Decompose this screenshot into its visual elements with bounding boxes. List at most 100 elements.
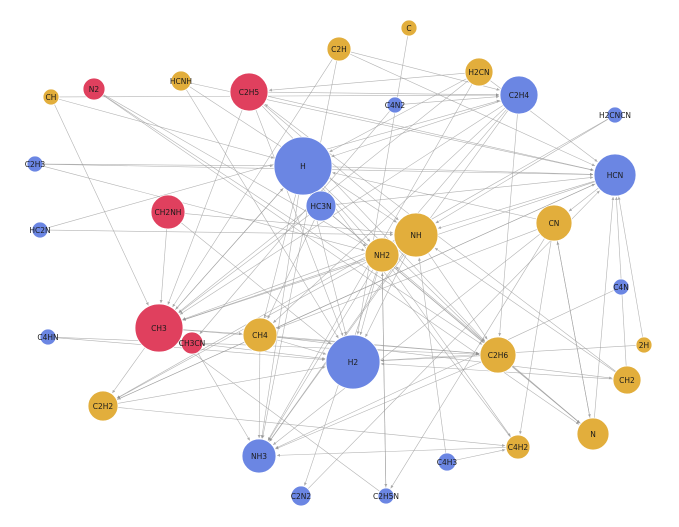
node-c2h6[interactable]: C2H6: [479, 336, 517, 374]
edge-n2-to-c2h6: [103, 94, 483, 345]
edge-c2h2-to-c4h2: [117, 407, 506, 447]
node-circle: [39, 328, 57, 346]
node-label: C4HN: [37, 333, 58, 342]
node-circle: [535, 204, 573, 242]
edge-h2cn-to-c2h5: [268, 72, 466, 92]
node-label: C4H3: [437, 458, 458, 467]
edge-c2h-to-hcn: [349, 53, 596, 167]
node-c2h5n[interactable]: C2H5N: [373, 487, 399, 505]
node-c2h2[interactable]: C2H2: [87, 390, 119, 422]
edge-c2h4-to-nh3: [269, 110, 509, 442]
edge-cn-to-nh3: [272, 233, 541, 446]
node-label: NH2: [374, 251, 390, 260]
edge-ch3cn-to-nh3: [197, 352, 251, 441]
node-label: C2N2: [291, 492, 312, 501]
node-circle: [242, 317, 278, 353]
edge-nh2-to-h2: [359, 271, 378, 336]
node-circle: [273, 136, 333, 196]
edge-c4n2-to-ch3cn: [199, 110, 391, 335]
node-ch3[interactable]: CH3: [134, 303, 184, 353]
node-label: C2H5: [239, 88, 260, 97]
node-c4h2[interactable]: C4H2: [505, 434, 531, 460]
edge-c2h4-to-ch3: [179, 105, 504, 315]
node-h2[interactable]: H2: [325, 334, 381, 390]
edge-c2h2-to-hcn: [116, 183, 596, 401]
node-circle: [612, 278, 630, 296]
node-h[interactable]: H: [273, 136, 333, 196]
edge-h-to-ch4: [263, 194, 297, 318]
node-label: C4N2: [385, 101, 406, 110]
node-hc2n[interactable]: HC2N: [29, 221, 51, 239]
node-circle: [150, 194, 186, 230]
node-nh2[interactable]: NH2: [364, 237, 400, 273]
node-c2h3[interactable]: C2H3: [25, 155, 46, 173]
node-nh[interactable]: NH: [393, 212, 439, 258]
edge-c2h-to-nh3: [261, 60, 337, 439]
node-2h[interactable]: 2H: [635, 336, 653, 354]
node-hc3n[interactable]: HC3N: [305, 190, 337, 222]
edge-c2h-to-ch3: [172, 58, 333, 308]
node-circle: [229, 72, 269, 112]
node-c4hn[interactable]: C4HN: [37, 328, 59, 346]
node-circle: [170, 70, 192, 92]
node-label: CH4: [252, 331, 268, 340]
edge-c2h6-to-n: [511, 366, 581, 424]
edge-nh-to-c2h6: [428, 252, 488, 340]
node-label: C2H2: [93, 402, 114, 411]
node-ch[interactable]: CH: [42, 88, 60, 106]
node-cn[interactable]: CN: [535, 204, 573, 242]
node-c2h[interactable]: C2H: [326, 36, 352, 62]
node-circle: [612, 365, 642, 395]
node-nh3[interactable]: NH3: [241, 438, 277, 474]
edge-hcn-to-nh: [437, 180, 595, 229]
node-ch2[interactable]: CH2: [612, 365, 642, 395]
node-c[interactable]: C: [400, 19, 418, 37]
node-ch3cn[interactable]: CH3CN: [179, 331, 206, 355]
node-label: CH2NH: [155, 208, 182, 217]
node-label: CH3: [151, 324, 167, 333]
node-circle: [31, 221, 49, 239]
edge-c2h4-to-c2h6: [498, 113, 518, 337]
node-label: N: [590, 430, 596, 439]
node-c2h4[interactable]: C2H4: [499, 75, 539, 115]
node-circle: [377, 487, 395, 505]
node-circle: [400, 19, 418, 37]
node-label: C4N: [613, 283, 629, 292]
edge-c2h6-to-nh3: [275, 361, 482, 450]
node-label: HCN: [607, 171, 624, 180]
node-h2cncn[interactable]: H2CNCN: [599, 106, 631, 124]
edge-c2h6-to-h2: [380, 355, 481, 363]
node-c4h3[interactable]: C4H3: [437, 452, 458, 472]
node-c2n2[interactable]: C2N2: [290, 485, 312, 507]
node-h2cn[interactable]: H2CN: [464, 57, 494, 87]
node-circle: [364, 237, 400, 273]
edge-nh2-to-nh3: [268, 269, 374, 441]
node-label: CH3CN: [179, 339, 206, 348]
node-hcnh[interactable]: HCNH: [170, 70, 192, 92]
node-circle: [499, 75, 539, 115]
edge-c2h5-to-h2: [255, 109, 344, 336]
node-label: HC2N: [29, 226, 50, 235]
node-circle: [576, 417, 610, 451]
edge-h-to-hcn: [331, 166, 594, 176]
edge-ch3-to-ch4: [182, 329, 243, 336]
node-label: 2H: [639, 341, 649, 350]
node-circle: [82, 77, 106, 101]
edge-c-to-h2: [356, 35, 408, 335]
node-c4n[interactable]: C4N: [612, 278, 630, 296]
node-hcn[interactable]: HCN: [593, 153, 637, 197]
node-ch4[interactable]: CH4: [242, 317, 278, 353]
node-ch2nh[interactable]: CH2NH: [150, 194, 186, 230]
node-circle: [393, 212, 439, 258]
node-c4n2[interactable]: C4N2: [385, 96, 406, 114]
node-n[interactable]: N: [576, 417, 610, 451]
node-circle: [180, 331, 204, 355]
edge-hcn-to-cn: [568, 187, 599, 212]
node-n2[interactable]: N2: [82, 77, 106, 101]
edge-c4n2-to-c2h4: [402, 95, 500, 105]
node-c2h5[interactable]: C2H5: [229, 72, 269, 112]
node-circle: [505, 434, 531, 460]
edge-c4h2-to-nh3: [276, 447, 507, 457]
node-label: C2H6: [488, 351, 509, 360]
